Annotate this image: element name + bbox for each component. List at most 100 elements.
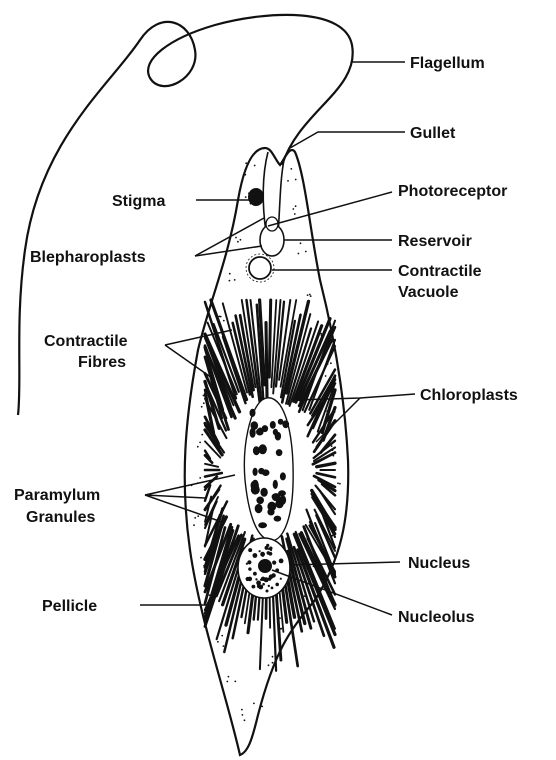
- pellicle-dot: [268, 664, 270, 666]
- label-gullet: Gullet: [410, 125, 456, 142]
- pellicle-dot: [330, 362, 332, 364]
- pellicle-dot: [199, 477, 201, 479]
- pellicle-dot: [298, 253, 300, 255]
- chromatin-dot: [248, 548, 252, 552]
- chloroplast-streak: [317, 463, 335, 467]
- label-reservoir: Reservoir: [398, 233, 472, 250]
- label-contractile-vacuole-line2: Vacuole: [398, 284, 459, 301]
- paramylum-granule: [262, 469, 270, 476]
- paramylum-granule: [255, 504, 263, 513]
- pellicle-dot: [203, 402, 205, 404]
- chromatin-dot: [253, 572, 257, 576]
- pellicle-dot: [197, 515, 199, 517]
- pellicle-dot: [339, 483, 341, 485]
- chromatin-dot: [280, 578, 282, 580]
- chromatin-dot: [275, 583, 279, 587]
- paramylum-granule: [270, 421, 276, 429]
- chromatin-dot: [269, 552, 273, 556]
- chloroplast-streak: [205, 473, 222, 477]
- pellicle-dot: [194, 517, 196, 519]
- pellicle-dot: [272, 662, 274, 664]
- paramylum-granule: [282, 420, 289, 428]
- chromatin-dot: [257, 584, 261, 588]
- paramylum-granule: [250, 409, 256, 417]
- paramylum-granule: [278, 490, 286, 496]
- chromatin-dot: [260, 579, 262, 581]
- pellicle-dot: [223, 320, 225, 322]
- pellicle-dot: [310, 295, 312, 297]
- paramylum-granule: [273, 480, 278, 489]
- paramylum-granule: [257, 428, 263, 435]
- pellicle-dot: [226, 681, 228, 683]
- paramylum-granule: [251, 421, 259, 430]
- chromatin-dot: [272, 561, 276, 565]
- chloroplast-streak: [317, 473, 335, 477]
- chloroplast-streak: [205, 464, 218, 467]
- pellicle-dot: [199, 442, 201, 444]
- chromatin-dot: [266, 544, 269, 547]
- pellicle-dot: [244, 174, 246, 176]
- pellicle-dot: [307, 294, 309, 296]
- pellicle-dot: [240, 239, 242, 241]
- pellicle-dot: [287, 180, 289, 182]
- chromatin-dot: [261, 585, 263, 587]
- chromatin-dot: [259, 550, 261, 552]
- label-pellicle: Pellicle: [42, 598, 97, 615]
- chromatin-dot: [279, 559, 284, 564]
- pellicle-dot: [261, 706, 263, 708]
- pellicle-dot: [295, 205, 297, 207]
- chromatin-dot: [268, 577, 272, 581]
- pellicle-dot: [254, 165, 256, 167]
- label-nucleus: Nucleus: [408, 555, 470, 572]
- pellicle-dot: [245, 162, 247, 164]
- chromatin-dot: [253, 553, 258, 558]
- pellicle-dot: [193, 524, 195, 526]
- pellicle-dot: [272, 656, 274, 658]
- paramylum-granule: [258, 522, 267, 528]
- pellicle-dot: [337, 482, 339, 484]
- pellicle-dot: [294, 213, 296, 215]
- label-chloroplasts: Chloroplasts: [420, 387, 518, 404]
- paramylum-granule: [256, 497, 264, 505]
- chromatin-dot: [268, 585, 270, 587]
- chromatin-dot: [271, 575, 274, 578]
- pellicle-dot: [241, 709, 243, 711]
- chromatin-dot: [271, 587, 274, 590]
- paramylum-granule: [280, 472, 286, 480]
- pellicle-dot: [234, 681, 236, 683]
- pellicle-dot: [305, 251, 307, 253]
- pellicle-dot: [201, 406, 203, 408]
- chloroplast-streak: [266, 323, 267, 397]
- pellicle-dot: [228, 676, 230, 678]
- chloroplast-streak: [269, 300, 270, 377]
- pellicle-dot: [300, 242, 302, 244]
- paramylum-granule: [267, 508, 274, 515]
- pellicle-dot: [217, 641, 219, 643]
- pellicle-dot: [229, 280, 231, 282]
- pellicle-dot: [245, 196, 247, 198]
- pellicle-dot: [223, 645, 225, 647]
- pellicle-dot: [244, 719, 246, 721]
- pellicle-dot: [260, 703, 262, 705]
- chromatin-dot: [266, 590, 269, 593]
- paramylum-mass: [244, 398, 293, 541]
- paramylum-granule: [260, 488, 267, 497]
- nucleolus: [258, 559, 272, 573]
- paramylum-granule: [272, 495, 281, 501]
- pellicle-dot: [221, 635, 223, 637]
- label-nucleolus: Nucleolus: [398, 609, 475, 626]
- pellicle-dot: [325, 375, 327, 377]
- label-blepharoplasts: Blepharoplasts: [30, 249, 146, 266]
- paramylum-granule: [259, 444, 267, 454]
- pellicle-dot: [201, 434, 203, 436]
- label-stigma: Stigma: [112, 193, 165, 210]
- pellicle-dot: [234, 279, 236, 281]
- stigma-spot: [248, 188, 264, 206]
- chromatin-dot: [262, 583, 265, 586]
- label-paramylum-line1: Paramylum: [14, 487, 100, 504]
- paramylum-granule: [251, 485, 260, 495]
- pellicle-dot: [229, 273, 231, 275]
- contractile-vacuole: [249, 257, 271, 279]
- paramylum-granule: [253, 468, 258, 476]
